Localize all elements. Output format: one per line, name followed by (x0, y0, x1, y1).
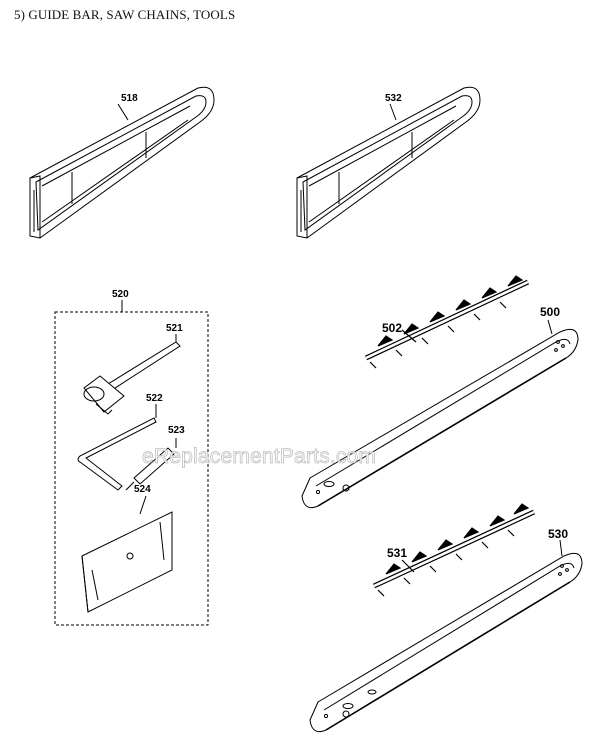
callout-523: 523 (168, 425, 185, 436)
bar-cover-532 (296, 86, 481, 239)
diagram-title: 5) GUIDE BAR, SAW CHAINS, TOOLS (14, 7, 236, 22)
file-card-524 (81, 495, 173, 613)
callout-522: 522 (146, 393, 163, 404)
hex-key-522 (77, 404, 157, 491)
watermark: eReplacementParts.com (142, 445, 377, 469)
callout-531: 531 (387, 546, 407, 560)
callout-500: 500 (540, 305, 560, 319)
callout-524: 524 (134, 484, 151, 495)
bar-cover-518 (29, 86, 215, 239)
screwdriver-523 (125, 438, 177, 491)
saw-chain-531 (372, 503, 536, 597)
tool-kit-box-520 (54, 311, 209, 626)
saw-chain-502 (364, 275, 530, 369)
wrench-521 (83, 334, 181, 415)
guide-bar-500 (301, 319, 579, 509)
callout-520: 520 (112, 289, 129, 300)
callout-521: 521 (166, 323, 183, 334)
callout-530: 530 (548, 527, 568, 541)
callout-532: 532 (385, 93, 402, 104)
callout-502: 502 (382, 321, 402, 335)
guide-bar-530 (309, 539, 583, 733)
callout-518: 518 (121, 93, 138, 104)
